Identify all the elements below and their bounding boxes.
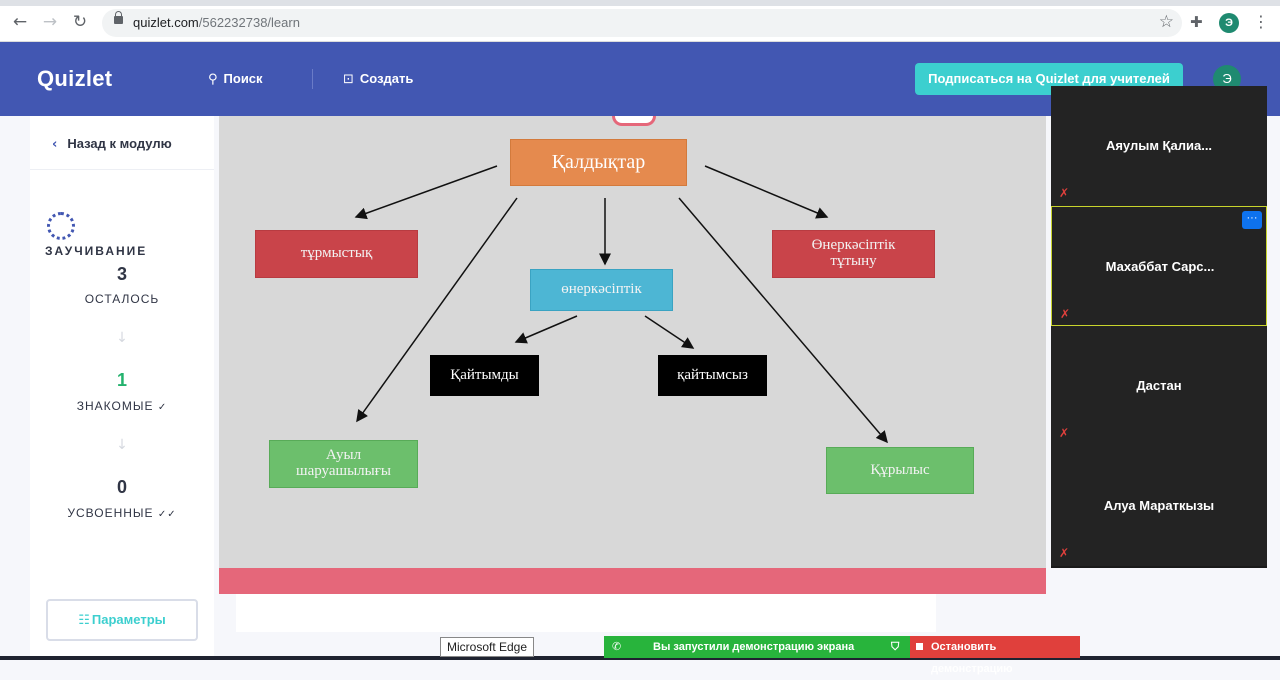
options-button[interactable]: ☷Параметры (46, 599, 198, 641)
diagram-reversible-node: Қайтымды (430, 355, 539, 396)
browser-menu-icon[interactable]: ⋮ (1253, 12, 1269, 31)
mic-muted-icon: ✗ (1059, 546, 1070, 560)
diagram-household-node: тұрмыстық (255, 230, 418, 278)
back-arrow-icon[interactable]: ← (12, 12, 28, 32)
mic-muted-icon: ✗ (1060, 307, 1071, 321)
header-divider (312, 69, 313, 89)
mastered-label: УСВОЕННЫЕ ✓✓ (67, 506, 177, 520)
stop-share-button[interactable]: Остановить демонстрацию (910, 636, 1080, 675)
taskbar-tooltip: Microsoft Edge (440, 637, 535, 657)
forward-arrow-icon[interactable]: → (42, 12, 58, 32)
mic-muted-icon: ✗ (1059, 186, 1070, 200)
learn-mode-icon (47, 212, 75, 240)
arrow-down-icon: ↓ (116, 437, 128, 453)
arrow-root-household (354, 165, 498, 220)
taskbar-strip (0, 656, 1280, 660)
search-icon: ⚲ (208, 72, 218, 87)
diagram-industrial-node: өнеркәсіптік (530, 269, 673, 311)
extensions-icon[interactable]: ✚ (1190, 13, 1203, 31)
diagram-construction-node: Құрылыс (826, 447, 974, 494)
participant-name: Махаббат Сарс... (1105, 259, 1215, 274)
phone-icon: ✆ (612, 640, 622, 653)
slide-top-decoration (612, 116, 656, 126)
arrow-root-construction (678, 197, 888, 444)
profile-avatar[interactable]: Э (1219, 13, 1239, 33)
sliders-icon: ☷ (78, 613, 90, 628)
quizlet-logo[interactable]: Quizlet (37, 66, 113, 91)
url-text[interactable]: quizlet.com/562232738/learn (133, 15, 300, 30)
stop-square-icon (916, 643, 923, 650)
back-to-module-link[interactable]: ‹Назад к модулю (52, 136, 172, 152)
diagram-root-node: Қалдықтар (510, 139, 687, 186)
check-icon: ✓ (157, 402, 168, 413)
create-link[interactable]: ⊡Создать (343, 71, 414, 87)
participants-gallery: Аяулым Қалиа... ✗ ··· Махаббат Сарс... ✗… (1051, 86, 1267, 568)
remaining-label: ОСТАЛОСЬ (84, 292, 160, 306)
address-bar[interactable]: quizlet.com/562232738/learn ☆ (102, 9, 1182, 37)
bookmark-star-icon[interactable]: ☆ (1158, 12, 1174, 32)
remaining-count: 3 (116, 264, 127, 284)
reload-icon[interactable]: ↻ (72, 12, 88, 32)
browser-toolbar: ← → ↻ quizlet.com/562232738/learn ☆ ✚ Э … (0, 0, 1280, 42)
mastered-count: 0 (116, 477, 127, 497)
participant-name: Аяулым Қалиа... (1105, 138, 1213, 153)
arrow-industrial-irreversible (644, 315, 695, 349)
participant-tile[interactable]: Алуа Мараткызы ✗ (1051, 446, 1267, 566)
more-options-icon[interactable]: ··· (1242, 211, 1262, 229)
participant-name: Алуа Мараткызы (1103, 498, 1215, 513)
sidebar-divider (30, 169, 214, 170)
mic-muted-icon: ✗ (1059, 426, 1070, 440)
diagram-irreversible-node: қайтымсыз (658, 355, 767, 396)
participant-tile-active[interactable]: ··· Махаббат Сарс... ✗ (1051, 206, 1267, 326)
double-check-icon: ✓✓ (157, 509, 177, 520)
mode-title: ЗАУЧИВАНИЕ (45, 244, 148, 258)
answer-card (236, 594, 936, 632)
arrow-root-industrial-consumption (704, 165, 829, 219)
diagram-agricultural-node: Ауыл шаруашылығы (269, 440, 418, 488)
diagram-arrows (354, 165, 888, 444)
diagram-industrial-consumption-node: Өнеркәсіптік тұтыну (772, 230, 935, 278)
chevron-left-icon: ‹ (52, 137, 58, 152)
arrow-industrial-reversible (514, 315, 578, 344)
search-link[interactable]: ⚲Поиск (208, 71, 263, 87)
participant-tile[interactable]: Дастан ✗ (1051, 326, 1267, 446)
arrow-down-icon: ↓ (116, 330, 128, 346)
familiar-count: 1 (116, 370, 127, 390)
tab-strip (0, 0, 1280, 6)
participant-tile[interactable]: Аяулым Қалиа... ✗ (1051, 86, 1267, 206)
shield-icon: ⛉ (891, 640, 900, 653)
participant-name: Дастан (1136, 378, 1182, 393)
slide-bottom-band (219, 568, 1046, 594)
arrow-root-agricultural (356, 197, 518, 423)
site-header: Quizlet ⚲Поиск ⊡Создать Подписаться на Q… (0, 42, 1280, 116)
lock-icon (114, 11, 123, 24)
create-icon: ⊡ (343, 72, 354, 87)
familiar-label: ЗНАКОМЫЕ ✓ (76, 399, 168, 413)
screen-share-status-bar: ✆ Вы запустили демонстрацию экрана ⛉ (604, 636, 910, 658)
learn-sidebar: ‹Назад к модулю ЗАУЧИВАНИЕ 3 ОСТАЛОСЬ ↓ … (30, 116, 214, 660)
